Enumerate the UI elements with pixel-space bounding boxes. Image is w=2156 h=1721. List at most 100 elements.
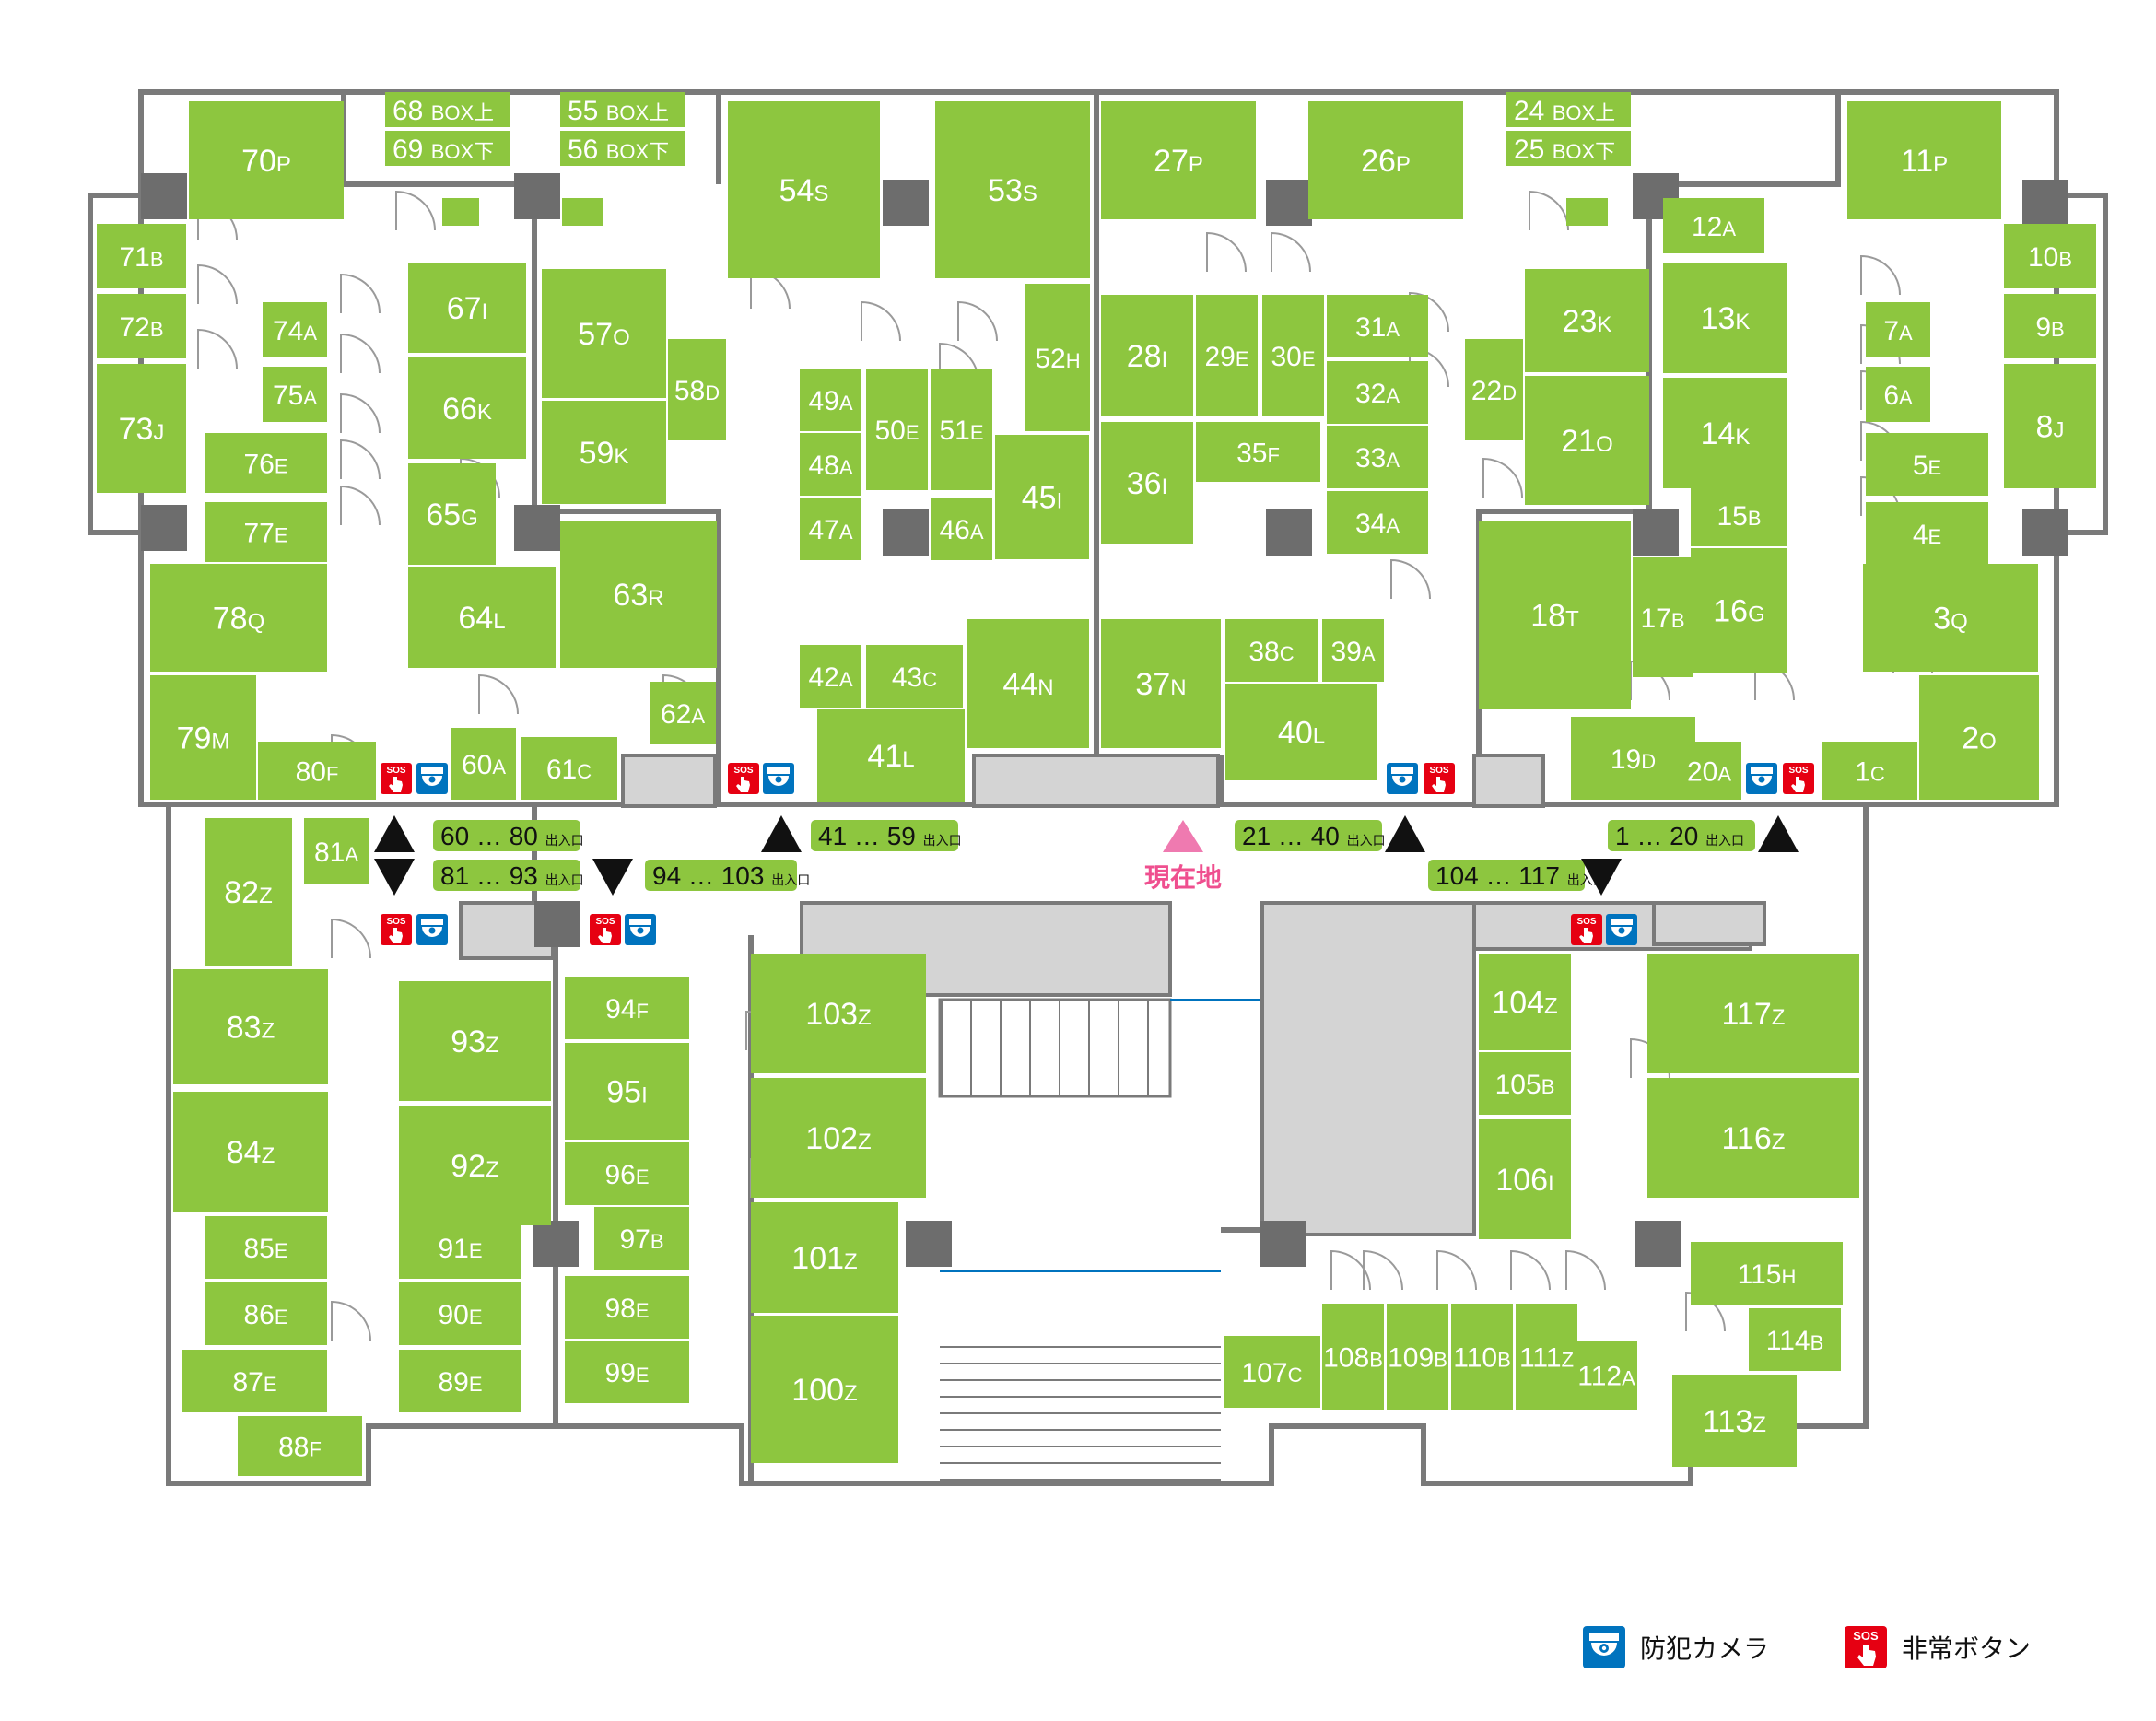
unit-80[interactable]: 80F (258, 742, 376, 800)
unit-41[interactable]: 41L (817, 709, 965, 802)
gate-104-117[interactable]: 104 … 117 出入口 (1428, 859, 1622, 896)
unit-22[interactable]: 22D (1465, 339, 1523, 440)
unit-52[interactable]: 52H (1025, 284, 1090, 431)
unit-15[interactable]: 15B (1691, 484, 1787, 546)
unit-3[interactable]: 3Q (1863, 564, 2038, 672)
unit-99[interactable]: 99E (565, 1341, 689, 1403)
unit-115[interactable]: 115H (1691, 1242, 1843, 1305)
unit-4[interactable]: 4E (1866, 502, 1988, 565)
unit-37[interactable]: 37N (1101, 619, 1221, 748)
unit-103[interactable]: 103Z (751, 954, 926, 1073)
unit-91[interactable]: 91E (399, 1216, 521, 1279)
unit-109[interactable]: 109B (1387, 1304, 1448, 1410)
box-68[interactable]: 68 BOX上 (385, 92, 510, 127)
unit-92[interactable]: 92Z (399, 1106, 551, 1225)
unit-63[interactable]: 63R (560, 521, 717, 668)
unit-12[interactable]: 12A (1663, 198, 1764, 253)
unit-77[interactable]: 77E (205, 502, 327, 562)
unit-111[interactable]: 111Z (1516, 1304, 1577, 1410)
unit-73[interactable]: 73J (97, 364, 186, 493)
unit-88[interactable]: 88F (238, 1416, 362, 1476)
unit-89[interactable]: 89E (399, 1350, 521, 1412)
unit-66[interactable]: 66K (408, 357, 526, 459)
unit-20[interactable]: 20A (1677, 742, 1741, 800)
unit-6[interactable]: 6A (1866, 367, 1930, 422)
unit-54[interactable]: 54S (728, 101, 880, 278)
unit-31[interactable]: 31A (1327, 295, 1428, 357)
unit-18[interactable]: 18T (1479, 521, 1631, 709)
unit-86[interactable]: 86E (205, 1282, 327, 1345)
unit-28[interactable]: 28I (1101, 295, 1193, 416)
unit-33[interactable]: 33A (1327, 426, 1428, 488)
unit-75[interactable]: 75A (263, 367, 327, 422)
unit-82[interactable]: 82Z (205, 818, 292, 966)
unit-87[interactable]: 87E (182, 1350, 327, 1412)
unit-10[interactable]: 10B (2004, 224, 2096, 288)
unit-26[interactable]: 26P (1308, 101, 1463, 219)
unit-5[interactable]: 5E (1866, 433, 1988, 496)
unit-40[interactable]: 40L (1225, 684, 1377, 780)
unit-50[interactable]: 50E (866, 369, 928, 490)
unit-42[interactable]: 42A (800, 645, 861, 708)
unit-45[interactable]: 45I (995, 435, 1089, 559)
unit-48[interactable]: 48A (800, 433, 861, 496)
box-55[interactable]: 55 BOX上 (560, 92, 685, 127)
gate-41-59[interactable]: 41 … 59 出入口 (761, 815, 962, 852)
unit-100[interactable]: 100Z (751, 1316, 898, 1463)
unit-49[interactable]: 49A (800, 369, 861, 431)
unit-21[interactable]: 21O (1525, 376, 1649, 505)
unit-104[interactable]: 104Z (1479, 954, 1571, 1050)
unit-60[interactable]: 60A (451, 728, 516, 800)
unit-85[interactable]: 85E (205, 1216, 327, 1279)
unit-32[interactable]: 32A (1327, 361, 1428, 424)
box-56[interactable]: 56 BOX下 (560, 131, 685, 166)
unit-53[interactable]: 53S (935, 101, 1090, 278)
gate-94-103[interactable]: 94 … 103 出入口 (592, 859, 810, 896)
unit-105[interactable]: 105B (1479, 1052, 1571, 1115)
unit-83[interactable]: 83Z (173, 969, 328, 1084)
unit-14[interactable]: 14K (1663, 378, 1787, 488)
unit-78[interactable]: 78Q (150, 564, 327, 672)
unit-102[interactable]: 102Z (751, 1078, 926, 1198)
unit-13[interactable]: 13K (1663, 263, 1787, 373)
unit-84[interactable]: 84Z (173, 1092, 328, 1212)
unit-43[interactable]: 43C (866, 645, 963, 708)
unit-76[interactable]: 76E (205, 433, 327, 493)
unit-23[interactable]: 23K (1525, 269, 1649, 372)
unit-113[interactable]: 113Z (1672, 1375, 1797, 1467)
unit-93[interactable]: 93Z (399, 981, 551, 1101)
unit-116[interactable]: 116Z (1647, 1078, 1859, 1198)
unit-108[interactable]: 108B (1322, 1304, 1384, 1410)
unit-65[interactable]: 65G (408, 463, 496, 565)
unit-58[interactable]: 58D (668, 339, 726, 440)
unit-94[interactable]: 94F (565, 977, 689, 1039)
unit-39[interactable]: 39A (1322, 619, 1384, 682)
unit-97[interactable]: 97B (594, 1207, 689, 1270)
box-69[interactable]: 69 BOX下 (385, 131, 510, 166)
unit-70[interactable]: 70P (189, 101, 344, 219)
unit-110[interactable]: 110B (1451, 1304, 1513, 1410)
unit-38[interactable]: 38C (1225, 619, 1318, 682)
unit-59[interactable]: 59K (542, 401, 666, 504)
box-24[interactable]: 24 BOX上 (1506, 92, 1631, 127)
unit-36[interactable]: 36I (1101, 422, 1193, 544)
unit-2[interactable]: 2O (1919, 675, 2039, 800)
unit-17[interactable]: 17B (1633, 557, 1693, 677)
unit-61[interactable]: 61C (521, 737, 617, 800)
unit-117[interactable]: 117Z (1647, 954, 1859, 1073)
unit-46[interactable]: 46A (931, 498, 992, 560)
unit-7[interactable]: 7A (1866, 302, 1930, 357)
unit-1[interactable]: 1C (1822, 742, 1917, 800)
unit-57[interactable]: 57O (542, 269, 666, 398)
unit-19[interactable]: 19D (1571, 717, 1695, 800)
unit-71[interactable]: 71B (97, 224, 186, 288)
unit-90[interactable]: 90E (399, 1282, 521, 1345)
unit-81[interactable]: 81A (304, 818, 369, 884)
gate-81-93[interactable]: 81 … 93 出入口 (374, 859, 584, 896)
unit-9[interactable]: 9B (2004, 294, 2096, 358)
unit-96[interactable]: 96E (565, 1142, 689, 1205)
unit-51[interactable]: 51E (931, 369, 992, 490)
unit-107[interactable]: 107C (1224, 1336, 1320, 1408)
unit-27[interactable]: 27P (1101, 101, 1256, 219)
unit-95[interactable]: 95I (565, 1043, 689, 1140)
